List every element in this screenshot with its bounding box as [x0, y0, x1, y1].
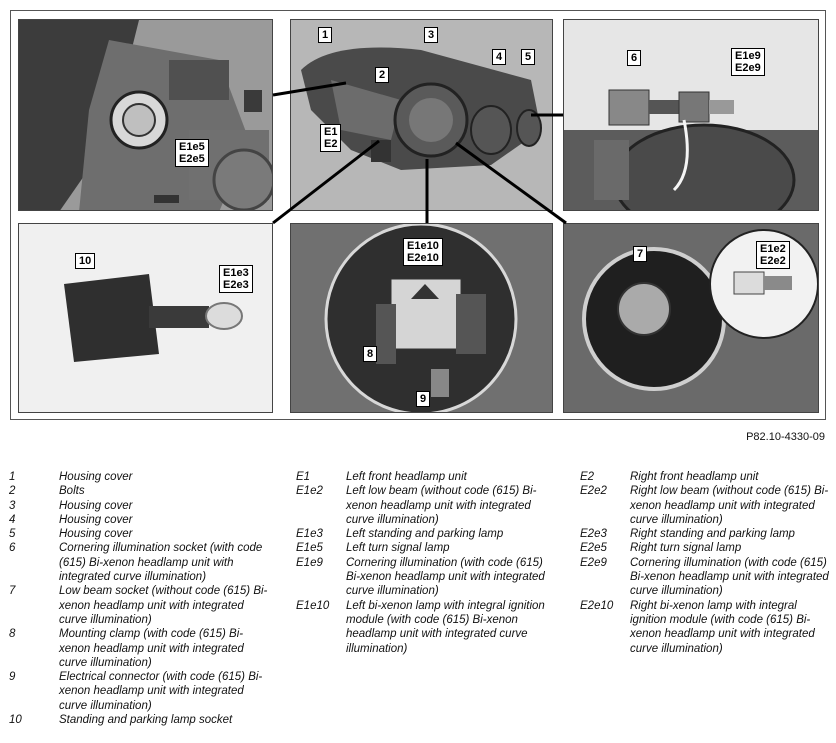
callout-3: 3: [424, 27, 439, 43]
legend-text: Cornering illumination (with code (615) …: [346, 556, 545, 598]
legend-text: Housing cover: [59, 471, 133, 483]
photo-bixenon-module: [290, 223, 553, 413]
legend-text: Left front headlamp unit: [346, 471, 467, 483]
legend-text: Right low beam (without code (615) Bi-xe…: [630, 485, 829, 526]
legend-key: 8: [9, 628, 16, 641]
legend-key: E1: [296, 471, 311, 483]
legend-row: E2e10 Right bi-xenon lamp with integral i…: [580, 599, 830, 656]
callout-5: 5: [521, 49, 536, 65]
legend-row: E1e2 Left low beam (without code (615) Bi…: [296, 484, 558, 527]
legend-text: Bolts: [59, 485, 85, 498]
legend-row: 2 Bolts: [9, 484, 271, 498]
legend-key: 1: [9, 471, 16, 483]
callout-e1e2b: E1e2 E2e2: [756, 241, 790, 269]
legend-key: 6: [9, 542, 16, 555]
headlamp-figure: 1 2 3 4 5 E1 E2 E1e5 E2e5 6 E1e9 E2e9 10…: [10, 10, 826, 420]
legend-key: E2e2: [580, 485, 607, 498]
legend-key: E1e2: [296, 485, 323, 498]
callout-10: 10: [75, 253, 96, 269]
legend-row: 7 Low beam socket (without code (615) Bi-…: [9, 584, 271, 627]
legend-text: Left standing and parking lamp: [346, 528, 504, 541]
callout-e1e10: E1e10 E2e10: [403, 238, 443, 266]
callout-6: 6: [627, 50, 642, 66]
legend-key: 4: [9, 513, 16, 526]
legend-row: 6 Cornering illumination socket (with cod…: [9, 541, 271, 584]
callout-8: 8: [363, 346, 378, 362]
legend-key: E1e10: [296, 599, 330, 612]
legend-row: E2e2 Right low beam (without code (615) B…: [580, 484, 830, 527]
legend-key: E2e3: [580, 528, 607, 541]
legend-row: E1e9 Cornering illumination (with code (6…: [296, 556, 558, 599]
photo-low-beam-socket: [563, 223, 819, 413]
legend-text: Mounting clamp (with code (615) Bi-xenon…: [59, 628, 244, 669]
legend-key: 2: [9, 485, 16, 498]
legend-row: 1 Housing cover: [9, 470, 271, 484]
callout-e1-e2: E1 E2: [320, 124, 342, 152]
legend-key: 10: [9, 714, 22, 727]
legend-text: Cornering illumination socket (with code…: [59, 542, 263, 584]
legend-row: E2e5 Right turn signal lamp: [580, 541, 830, 555]
callout-1: 1: [318, 27, 333, 43]
callout-e1e3: E1e3 E2e3: [219, 265, 253, 293]
legend-row: E1e3 Left standing and parking lamp: [296, 527, 558, 541]
legend-key: E2e9: [580, 556, 607, 569]
legend-text: Right standing and parking lamp: [630, 528, 795, 541]
callout-e1e9: E1e9 E2e9: [731, 48, 765, 76]
callout-e1e5: E1e5 E2e5: [175, 139, 209, 167]
legend-text: Left low beam (without code (615) Bi-xen…: [346, 485, 537, 526]
figure-code: P82.10-4330-09: [746, 431, 825, 443]
legend-row: 3 Housing cover: [9, 499, 271, 513]
legend-text: Right bi-xenon lamp with integral igniti…: [630, 599, 815, 655]
legend-row: E1e5 Left turn signal lamp: [296, 541, 558, 555]
legend-key: E1e3: [296, 528, 323, 541]
callout-9: 9: [416, 391, 431, 407]
legend-text: Low beam socket (without code (615) Bi-x…: [59, 585, 268, 626]
legend-row: 4 Housing cover: [9, 513, 271, 527]
legend-text: Right front headlamp unit: [630, 471, 759, 483]
legend-row: E1 Left front headlamp unit: [296, 470, 558, 484]
legend-row: 8 Mounting clamp (with code (615) Bi-xeno…: [9, 627, 271, 670]
callout-4: 4: [492, 49, 507, 65]
legend-key: 9: [9, 671, 16, 684]
legend-row: E1e10 Left bi-xenon lamp with integral ig…: [296, 599, 558, 656]
legend-key: 3: [9, 499, 16, 512]
legend-text: Electrical connector (with code (615) Bi…: [59, 671, 263, 712]
legend-key: E1e5: [296, 542, 323, 555]
photo-turn-signal-socket: [18, 19, 273, 211]
legend-key: E2: [580, 471, 595, 483]
legend-row: 5 Housing cover: [9, 527, 271, 541]
legend-row: E2 Right front headlamp unit: [580, 470, 830, 484]
legend-text: Standing and parking lamp socket: [59, 714, 233, 727]
legend-row: E2e9 Cornering illumination (with code (6…: [580, 556, 830, 599]
legend-text: Right turn signal lamp: [630, 542, 742, 555]
photo-parking-lamp-socket: [18, 223, 273, 413]
legend-text: Cornering illumination (with code (615) …: [630, 556, 829, 598]
legend-key: E1e9: [296, 556, 323, 569]
photo-cornering-socket: [563, 19, 819, 211]
legend-text: Housing cover: [59, 528, 133, 541]
legend-key: E2e10: [580, 599, 614, 612]
legend-text: Left turn signal lamp: [346, 542, 450, 555]
legend-text: Left bi-xenon lamp with integral ignitio…: [346, 599, 545, 655]
callout-7: 7: [633, 246, 648, 262]
legend-text: Housing cover: [59, 499, 133, 512]
legend-row: 10 Standing and parking lamp socket: [9, 713, 271, 727]
photo-headlamp-unit: [290, 19, 553, 211]
legend-key: E2e5: [580, 542, 607, 555]
legend-key: 7: [9, 585, 16, 598]
callout-2: 2: [375, 67, 390, 83]
legend-text: Housing cover: [59, 513, 133, 526]
legend-row: 9 Electrical connector (with code (615) B…: [9, 670, 271, 713]
legend-key: 5: [9, 528, 16, 541]
legend-row: E2e3 Right standing and parking lamp: [580, 527, 830, 541]
